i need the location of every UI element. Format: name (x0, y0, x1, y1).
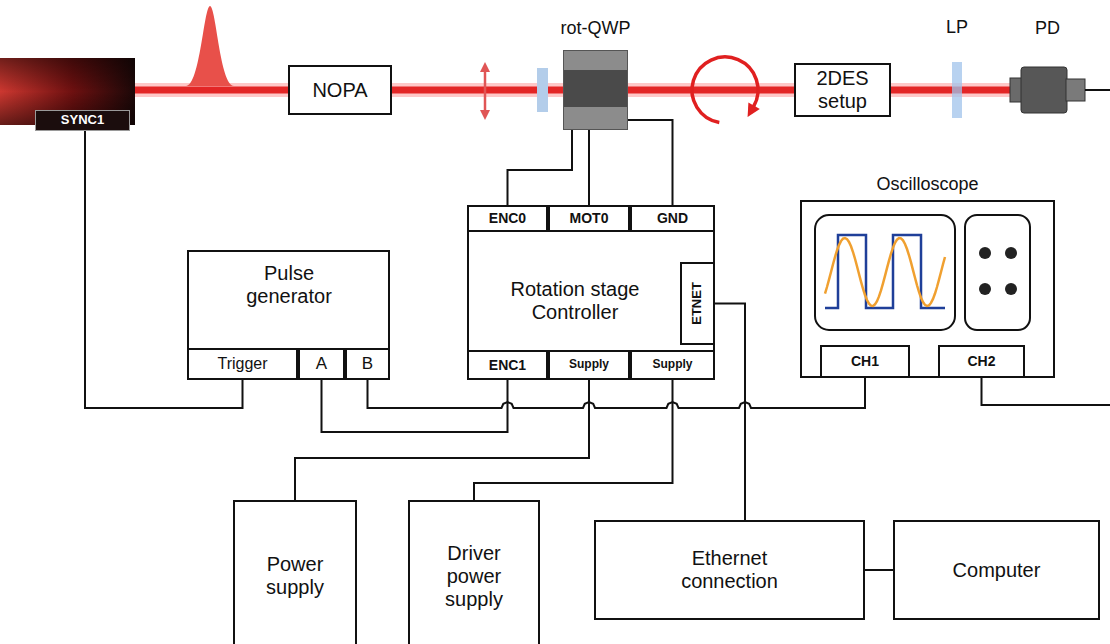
knob (979, 247, 991, 259)
node-label: GND (654, 210, 691, 226)
pulse-generator-box: Pulse generatorTrigger A B (187, 250, 390, 380)
signal-wire (715, 304, 745, 521)
node-label: CH1 (848, 353, 882, 369)
square-wave (825, 235, 945, 308)
channel-port: CH1 (820, 345, 910, 378)
node-label: Supply (649, 358, 695, 372)
knob (1005, 283, 1017, 295)
node-label: PD (1035, 18, 1060, 39)
node-label: 2DES setup (799, 67, 887, 113)
node-label: SYNC1 (58, 113, 107, 128)
port-box: ETNET (680, 262, 715, 345)
network-box: Ethernet connection (594, 520, 865, 620)
output-port: B (345, 348, 390, 380)
linear-polarizer: LP (952, 62, 962, 118)
signal-wire (368, 378, 866, 408)
photodiode-back (1066, 79, 1085, 101)
port-box: MOT0 (548, 205, 630, 232)
signal-wire (588, 130, 590, 205)
signal-wire (474, 380, 673, 500)
photodiode: PD (1010, 65, 1085, 115)
node-label: LP (946, 17, 968, 38)
linear-polarization-arrow (480, 62, 490, 120)
signal-wire (865, 569, 893, 571)
arrow-head (480, 62, 490, 72)
circular-polarization-arrow (692, 57, 760, 123)
signal-wire (508, 130, 573, 205)
node-label: NOPA (309, 79, 370, 102)
signal-wire (628, 120, 673, 205)
node-label: A (313, 354, 330, 374)
node-label: ENC1 (486, 357, 529, 373)
node-label: Pulse generator (233, 262, 345, 308)
port-box: ENC0 (467, 205, 548, 232)
knob (979, 283, 991, 295)
sine-wave (825, 238, 945, 306)
node-label: B (359, 354, 376, 374)
arrow-head (480, 110, 490, 120)
node-label: ETNET (690, 282, 705, 325)
process-box: 2DES setup (794, 63, 891, 117)
node-label: Power supply (242, 553, 348, 599)
photodiode-symbol (1010, 67, 1085, 113)
port-box: Supply (548, 350, 630, 380)
controller-box: Rotation stage Controller ENC0 MOT0 GND ETNE… (467, 205, 715, 380)
supply-box: Driver power supply (408, 500, 540, 644)
port-box: ENC1 (467, 350, 548, 380)
output-port: Trigger (187, 348, 298, 380)
node-label: Trigger (214, 355, 270, 373)
process-box: NOPA (288, 65, 392, 115)
computer-box: Computer (893, 520, 1100, 620)
knob (1005, 247, 1017, 259)
sync-port: SYNC1 (35, 110, 130, 131)
node-label: Oscilloscope (876, 174, 978, 195)
oscilloscope-screen (815, 215, 1030, 330)
port-box: Supply (630, 350, 715, 380)
output-port: A (298, 348, 345, 380)
node-label: CH2 (964, 353, 998, 369)
node-label: Driver power supply (421, 542, 527, 611)
button-panel (965, 215, 1030, 330)
channel-port: CH2 (938, 345, 1025, 378)
node-label: Computer (950, 559, 1044, 582)
signal-wire (322, 380, 508, 432)
photodiode-body (1021, 67, 1067, 113)
port-box: GND (630, 205, 715, 232)
supply-box: Power supply (233, 500, 357, 644)
oscilloscope-box: OscilloscopeCH1CH2 (800, 200, 1055, 378)
pulse-shape (186, 6, 234, 86)
waveplate-plate (537, 68, 548, 112)
node-label: Rotation stage Controller (500, 278, 650, 324)
node-label: rot-QWP (561, 18, 631, 39)
photodiode-front (1010, 78, 1022, 102)
waveplate-mount: rot-QWP (563, 50, 628, 130)
node-label: ENC0 (486, 210, 529, 226)
node-label: Supply (566, 358, 612, 372)
node-label: Ethernet connection (652, 547, 808, 593)
polarization-line (484, 70, 487, 112)
arrow-head (748, 103, 760, 117)
screen-frame (815, 215, 955, 330)
node-label: MOT0 (567, 210, 612, 226)
